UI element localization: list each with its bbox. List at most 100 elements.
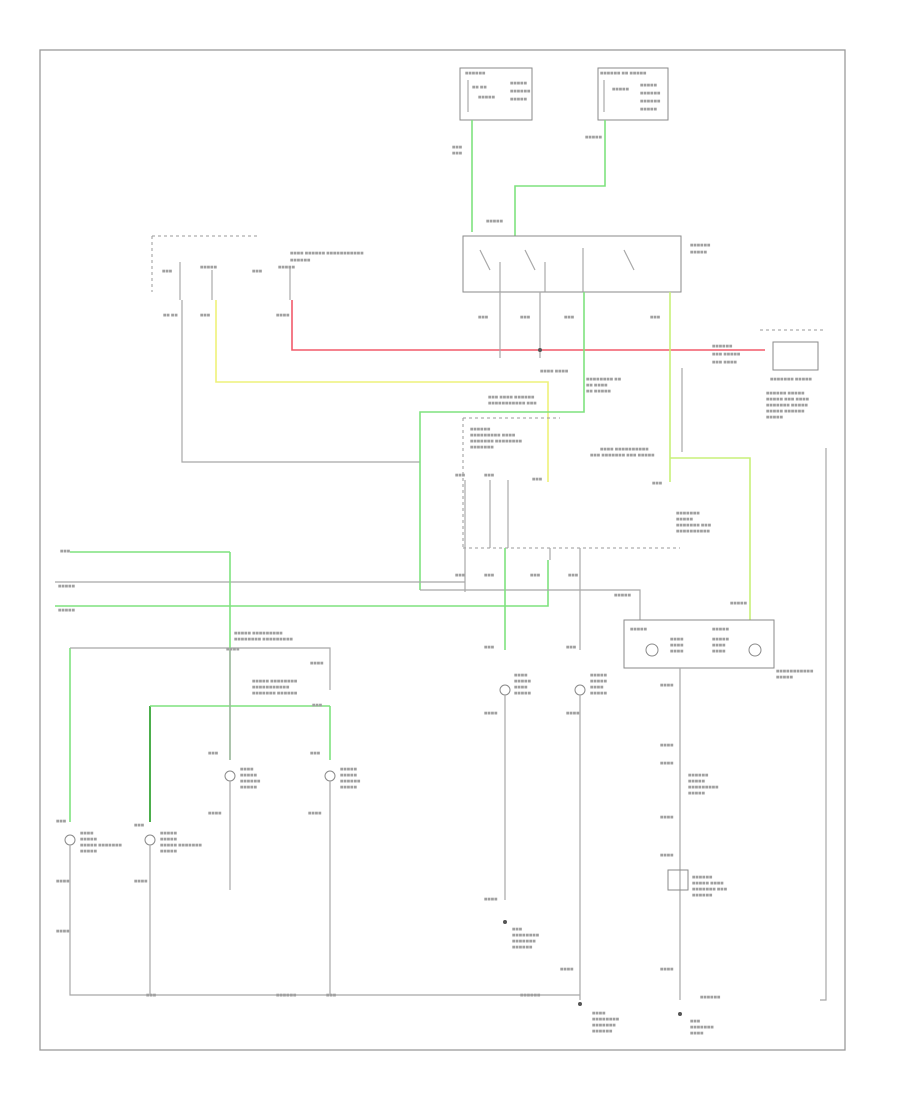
svg-text:■■■■■■■ ■■■■■■: ■■■■■■■ ■■■■■■: [252, 691, 298, 695]
svg-text:■■■: ■■■: [200, 313, 211, 317]
combination-meter-lamps: ■■■■■ ■■■■ ■■■■ ■■■■ ■■■■■ ■■■■ ■■■■ ■■■…: [623, 619, 814, 679]
svg-text:■■■: ■■■: [652, 481, 663, 485]
svg-text:■■■■■: ■■■■■: [160, 837, 178, 841]
svg-text:■■■: ■■■: [690, 1019, 701, 1023]
svg-text:■■■ ■■■■■: ■■■ ■■■■■: [712, 352, 741, 356]
svg-text:■■■■■: ■■■■■: [80, 837, 98, 841]
svg-text:■■■■■: ■■■■■: [510, 81, 528, 85]
svg-text:■■■■ ■■■■■■ ■■■■■■■■■■■: ■■■■ ■■■■■■ ■■■■■■■■■■■: [290, 251, 364, 255]
wire-meter-far-right: [820, 448, 827, 1001]
svg-text:■■■■■ ■■■■■■: ■■■■■ ■■■■■■: [766, 409, 805, 413]
svg-text:■■■■■■■■■: ■■■■■■■■■: [688, 785, 719, 789]
svg-text:■■■■■■■: ■■■■■■■: [592, 1023, 616, 1027]
svg-text:■■■■■: ■■■■■: [278, 265, 296, 269]
svg-text:■■■: ■■■: [326, 993, 337, 997]
svg-text:■■■■■■■■ ■■■■■■■■■: ■■■■■■■■ ■■■■■■■■■: [234, 637, 293, 641]
svg-text:■■■■: ■■■■: [56, 879, 70, 883]
svg-text:■■■■: ■■■■: [134, 879, 148, 883]
svg-text:■■■■■: ■■■■■: [510, 97, 528, 101]
svg-text:■■■■■: ■■■■■: [58, 608, 76, 612]
svg-text:■■■■: ■■■■: [670, 643, 684, 647]
svg-text:■■■■■: ■■■■■: [614, 593, 632, 597]
svg-text:■■■: ■■■: [162, 269, 173, 273]
svg-text:■■■■: ■■■■: [514, 673, 528, 677]
combination-meter-connector: ■■■■■■ ■■■ ■■■■■ ■■■ ■■■■ ■■■■■■■ ■■■■■ …: [712, 329, 825, 419]
svg-text:■■■: ■■■: [312, 703, 323, 707]
svg-text:■■■■■■: ■■■■■■: [712, 344, 733, 348]
svg-text:■■■■■: ■■■■■: [630, 627, 648, 631]
svg-text:■■■■: ■■■■: [240, 767, 254, 771]
svg-text:■■■■: ■■■■: [590, 685, 604, 689]
svg-text:■■■■: ■■■■: [690, 1031, 704, 1035]
svg-text:■■■■■: ■■■■■: [240, 773, 258, 777]
svg-text:■■■■■■: ■■■■■■: [700, 995, 721, 999]
svg-text:■■■■: ■■■■: [276, 313, 290, 317]
svg-text:■■■■■: ■■■■■: [690, 250, 708, 254]
svg-text:■■■■: ■■■■: [670, 637, 684, 641]
svg-text:■■■: ■■■: [56, 819, 67, 823]
svg-text:■■■■■ ■■■■■■■■: ■■■■■ ■■■■■■■■: [252, 679, 298, 683]
svg-text:■■■ ■■■■ ■■■■■■: ■■■ ■■■■ ■■■■■■: [488, 395, 535, 399]
svg-text:■■■■■■: ■■■■■■: [465, 71, 486, 75]
svg-text:■■■■■: ■■■■■: [730, 601, 748, 605]
svg-text:■■■: ■■■: [478, 315, 489, 319]
svg-text:■■■■■: ■■■■■: [160, 831, 178, 835]
svg-text:■■■: ■■■: [650, 315, 661, 319]
svg-text:■■■: ■■■: [208, 751, 219, 755]
svg-text:■■■■■■■■: ■■■■■■■■: [592, 1017, 620, 1021]
svg-text:■■■■■■■: ■■■■■■■: [676, 511, 700, 515]
svg-text:■■■■■■■ ■■■■■■■■: ■■■■■■■ ■■■■■■■■: [470, 439, 523, 443]
svg-text:■■■■■■: ■■■■■■: [340, 779, 361, 783]
svg-text:■■■■: ■■■■: [560, 967, 574, 971]
svg-text:■■■■: ■■■■: [660, 815, 674, 819]
svg-text:■■■■■ ■■■ ■■■■: ■■■■■ ■■■ ■■■■: [766, 397, 810, 401]
svg-text:■■■■■: ■■■■■: [80, 849, 98, 853]
svg-text:■■■■■■: ■■■■■■: [640, 91, 661, 95]
svg-text:■■■■■■: ■■■■■■: [510, 89, 531, 93]
svg-text:■■■■■: ■■■■■: [200, 265, 218, 269]
svg-text:■■■■■: ■■■■■: [712, 637, 730, 641]
svg-text:■■■■■: ■■■■■: [340, 773, 358, 777]
svg-text:■■■■■■■■■■■ ■■■: ■■■■■■■■■■■ ■■■: [488, 401, 537, 405]
svg-text:■■■■■ ■■■■: ■■■■■ ■■■■: [692, 881, 724, 885]
svg-text:■■■■: ■■■■: [660, 683, 674, 687]
svg-text:■■■■■■: ■■■■■■: [592, 1029, 613, 1033]
svg-text:■■■: ■■■: [134, 823, 145, 827]
svg-text:■■■: ■■■: [484, 473, 495, 477]
svg-text:■■■■■■: ■■■■■■: [692, 875, 713, 879]
svg-text:■■■■: ■■■■: [80, 831, 94, 835]
svg-text:■■■: ■■■: [520, 315, 531, 319]
svg-text:■■■■: ■■■■: [660, 853, 674, 857]
svg-text:■■■■: ■■■■: [308, 811, 322, 815]
svg-text:■■■■: ■■■■: [310, 661, 324, 665]
front-side-marker-lamps: ■■■ ■■■ ■■■■ ■■■■■ ■■■■■ ■■■■■■■ ■■■■■ ■…: [56, 819, 202, 933]
svg-text:■■■■■■: ■■■■■■: [470, 427, 491, 431]
svg-text:■■■■■: ■■■■■: [590, 679, 608, 683]
svg-text:■■■■■ ■■■■■■■: ■■■■■ ■■■■■■■: [80, 843, 122, 847]
svg-text:■■■■: ■■■■: [660, 743, 674, 747]
wire-bus-lgreen: [55, 560, 549, 607]
wire-yellow: [215, 300, 549, 482]
svg-text:■■■■: ■■■■: [484, 897, 498, 901]
svg-text:■■■■■: ■■■■■: [160, 849, 178, 853]
svg-text:■■■■: ■■■■: [712, 649, 726, 653]
svg-text:■■■■: ■■■■: [484, 711, 498, 715]
svg-text:■■■■■■■■ ■■: ■■■■■■■■ ■■: [586, 377, 622, 381]
svg-text:■■■■■: ■■■■■: [486, 219, 504, 223]
svg-text:■■■■■ ■■■■■■■■■: ■■■■■ ■■■■■■■■■: [234, 631, 283, 635]
svg-text:■■■■■■■■■ ■■■■: ■■■■■■■■■ ■■■■: [470, 433, 516, 437]
svg-text:■■■: ■■■: [60, 549, 71, 553]
svg-text:■■■: ■■■: [532, 477, 543, 481]
svg-text:■■■ ■■■■: ■■■ ■■■■: [712, 360, 738, 364]
svg-text:■■ ■■■■■: ■■ ■■■■■: [586, 389, 612, 393]
svg-text:■■■■■■■■■■■: ■■■■■■■■■■■: [252, 685, 290, 689]
svg-text:■■■■■: ■■■■■: [514, 691, 532, 695]
svg-text:■■■■■: ■■■■■: [766, 415, 784, 419]
svg-text:■■■■■■■ ■■■■■: ■■■■■■■ ■■■■■: [766, 403, 808, 407]
svg-text:■■■■■■: ■■■■■■: [640, 99, 661, 103]
mirror-turn-signals: ■■■■■ ■■■■■■■■■ ■■■■■■■■ ■■■■■■■■■ ■■■■ …: [208, 631, 361, 815]
svg-text:■■■: ■■■: [310, 751, 321, 755]
svg-text:■■■: ■■■: [564, 315, 575, 319]
svg-text:■■■■■: ■■■■■: [676, 517, 694, 521]
svg-text:■■■ ■■■■■■■ ■■■ ■■■■■: ■■■ ■■■■■■■ ■■■ ■■■■■: [590, 453, 655, 457]
